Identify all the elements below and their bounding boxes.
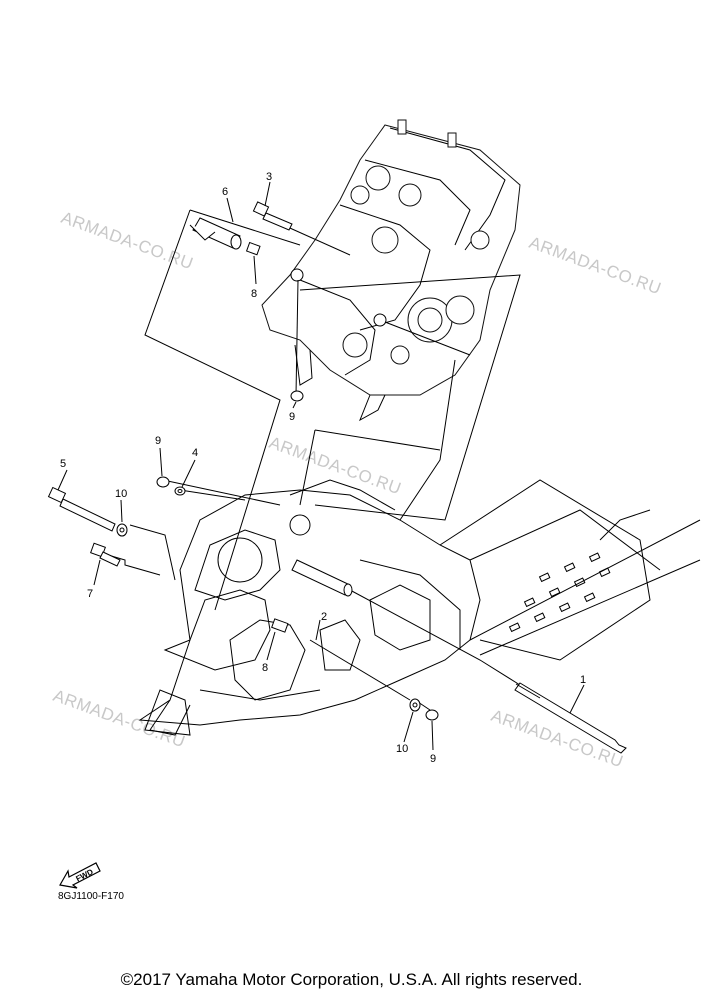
part-collar-6 xyxy=(189,217,242,250)
watermark: ARMADA-CO.RU xyxy=(51,686,188,751)
fwd-arrow-icon: FWD xyxy=(58,855,102,894)
watermark: ARMADA-CO.RU xyxy=(267,433,404,498)
callout-9-lower: 9 xyxy=(430,753,436,765)
part-bolt-3 xyxy=(252,201,293,231)
part-collar-2 xyxy=(291,559,353,597)
callout-2: 2 xyxy=(321,611,327,623)
callout-leaders xyxy=(57,181,585,751)
callout-8-lower: 8 xyxy=(262,662,268,674)
diagram-code: 8GJ1100-F170 xyxy=(58,891,124,902)
callout-9-mid: 9 xyxy=(155,435,161,447)
part-bolt-8-upper xyxy=(245,241,261,256)
engine-assembly xyxy=(261,119,521,422)
chassis-frame xyxy=(138,479,701,736)
callout-3: 3 xyxy=(266,171,272,183)
callout-10-left: 10 xyxy=(115,488,127,500)
part-washer-4 xyxy=(174,486,186,496)
callout-1: 1 xyxy=(580,674,586,686)
part-bolt-7 xyxy=(90,542,121,567)
part-long-bolt-5 xyxy=(47,486,116,532)
callout-6: 6 xyxy=(222,186,228,198)
part-washer-10-right xyxy=(409,698,421,712)
callout-10-right: 10 xyxy=(396,743,408,755)
part-long-bolt-1 xyxy=(514,682,627,754)
track-holes xyxy=(508,552,611,633)
part-nut-9-upper xyxy=(290,390,304,402)
part-washer-10-left xyxy=(116,523,128,537)
watermark: ARMADA-CO.RU xyxy=(59,208,196,273)
callout-4: 4 xyxy=(192,447,198,459)
callout-8-upper: 8 xyxy=(251,288,257,300)
part-nut-9-lower xyxy=(425,709,439,721)
callout-9-upper: 9 xyxy=(289,411,295,423)
watermark: ARMADA-CO.RU xyxy=(527,233,664,298)
callout-7: 7 xyxy=(87,588,93,600)
part-bolt-8-lower xyxy=(271,618,289,633)
copyright-notice: ©2017 Yamaha Motor Corporation, U.S.A. A… xyxy=(120,970,583,989)
callout-5: 5 xyxy=(60,458,66,470)
part-nut-9-mid xyxy=(156,476,170,488)
